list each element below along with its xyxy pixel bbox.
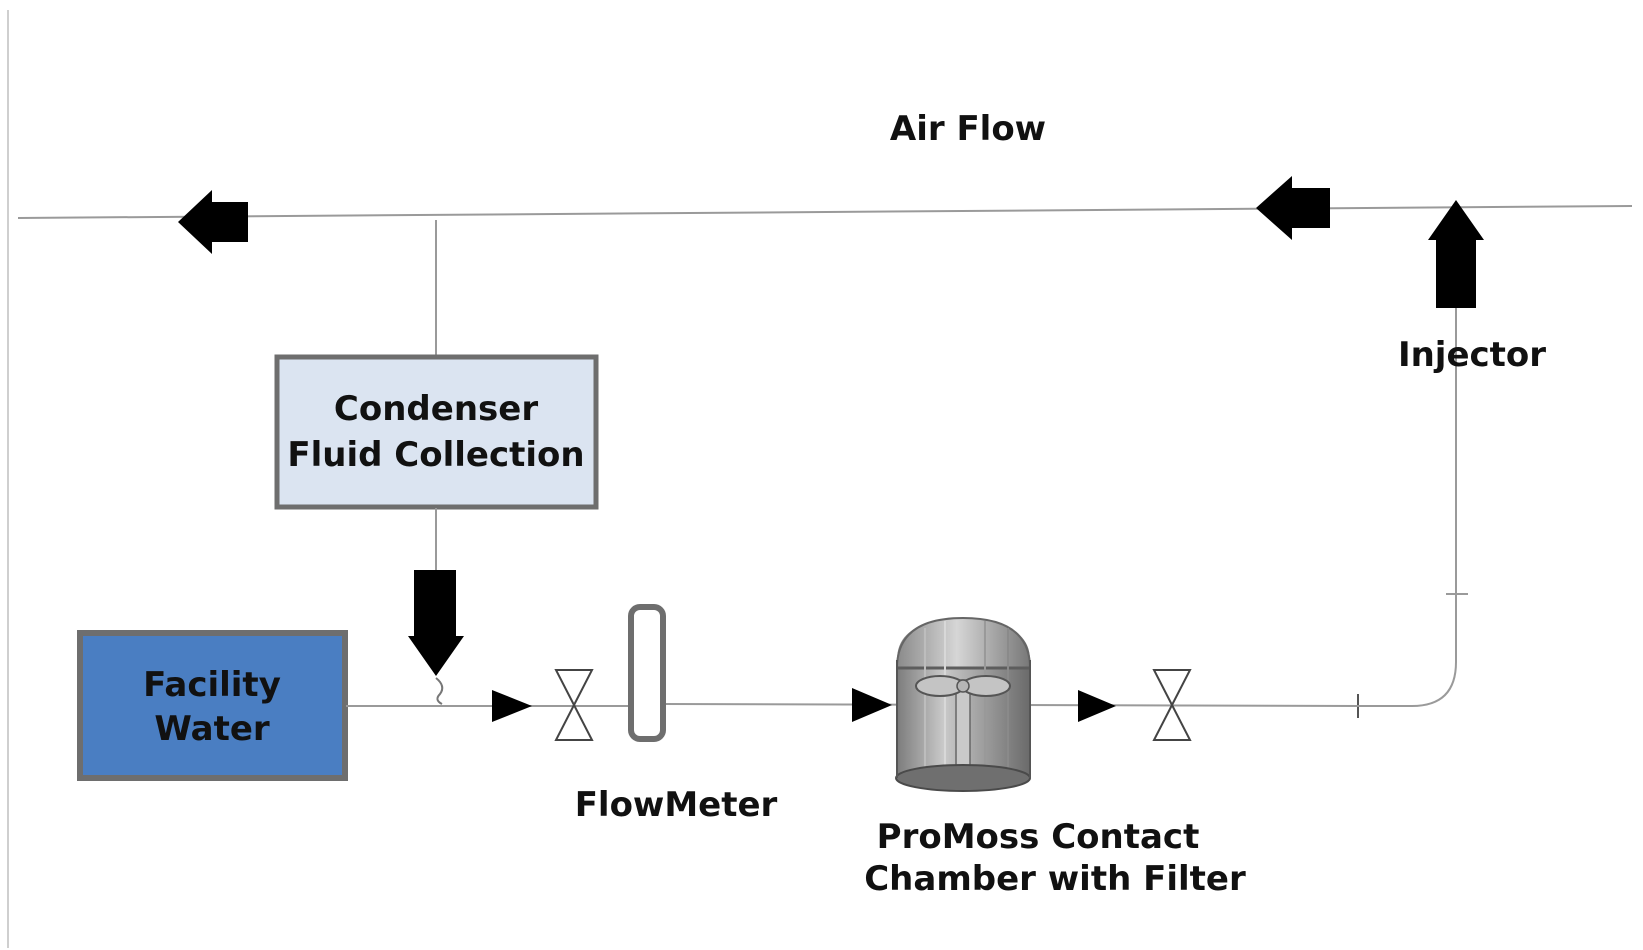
condenser-arrow-down-icon (408, 570, 464, 676)
air-flow-arrow-right-icon (1256, 176, 1330, 240)
flowmeter-label: FlowMeter (575, 785, 778, 825)
injector-arrow-up-icon (1428, 200, 1484, 308)
condenser-fluid-collection-box (274, 354, 599, 510)
contact-chamber-tank-icon (895, 616, 1032, 792)
facility-water-label-line1: Facility (143, 665, 281, 705)
condenser-label-line2: Fluid Collection (287, 435, 584, 475)
chamber-label-line1: ProMoss Contact (877, 817, 1200, 857)
facility-water-box (77, 630, 348, 781)
valve-2-icon (1152, 669, 1192, 741)
chamber-label-line2: Chamber with Filter (864, 859, 1246, 899)
injector-label: Injector (1398, 335, 1546, 375)
flow-arrow-3-icon (1078, 690, 1116, 722)
flowmeter-icon (628, 604, 666, 742)
flow-arrow-2-icon (852, 688, 892, 722)
air-flow-arrow-left-icon (178, 190, 248, 254)
condenser-label-line1: Condenser (334, 389, 538, 429)
air-flow-label: Air Flow (890, 109, 1046, 149)
condenser-junction-hook (435, 677, 444, 705)
flow-arrow-1-icon (492, 690, 532, 722)
air-flow-line (17, 205, 1633, 219)
facility-water-label-line2: Water (154, 709, 270, 749)
injector-pipe (1358, 206, 1457, 707)
valve-1-icon (554, 669, 594, 741)
